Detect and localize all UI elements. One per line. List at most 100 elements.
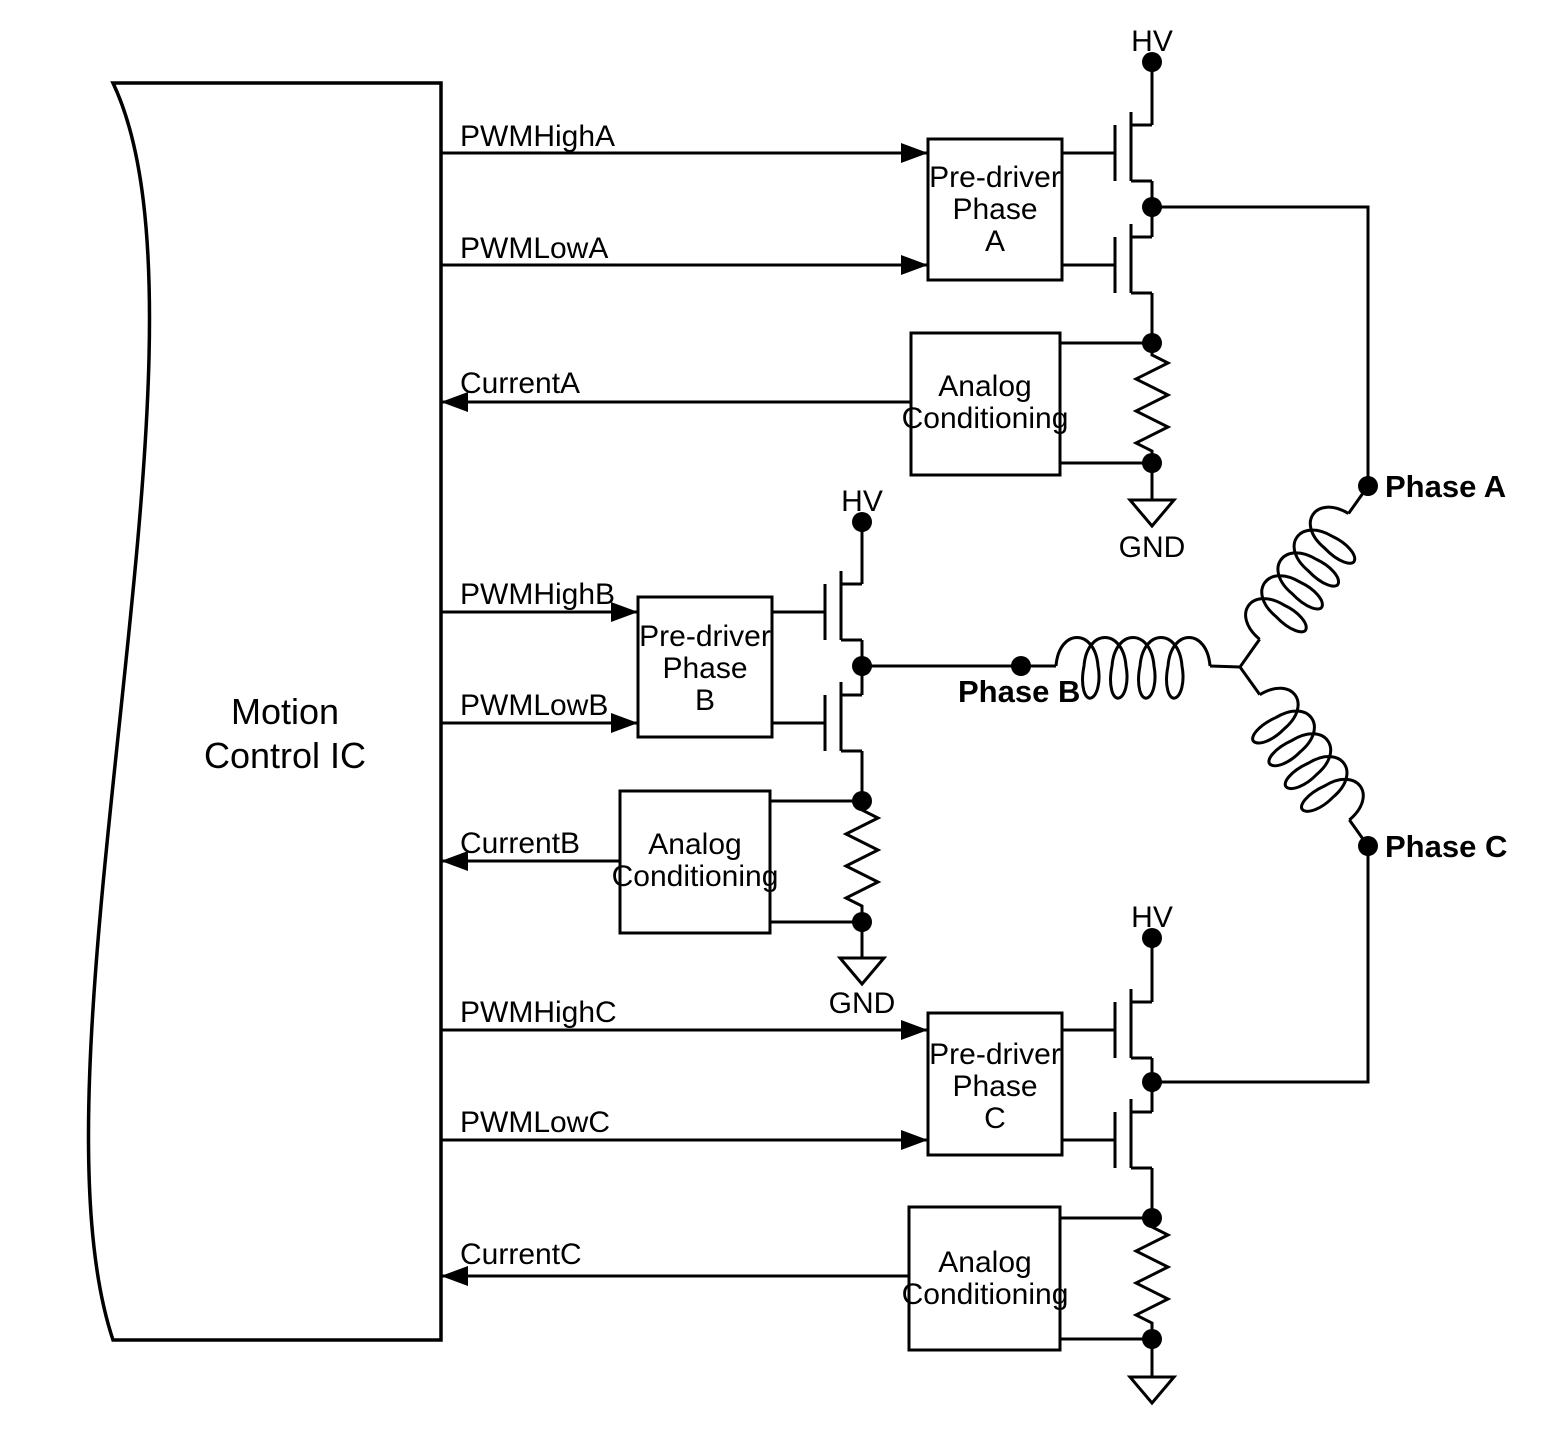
analog-conditioning-c-block: Analog Conditioning [902, 1205, 1069, 1352]
half-bridge-phase-b: HV GND [770, 485, 1021, 1020]
shunt-resistor-c [1132, 1218, 1172, 1339]
phase-c-output-wire [1152, 846, 1370, 1084]
signal-label: CurrentA [460, 367, 580, 400]
gnd-label-a: GND [1119, 531, 1186, 564]
motor-windings: Phase A Phase B Phase C [958, 469, 1507, 864]
gnd-symbol-c [1126, 1339, 1178, 1406]
predriver-c-line3: C [984, 1102, 1006, 1135]
ic-title-line1: Motion [231, 691, 339, 732]
analog-b-box [618, 789, 772, 935]
mosfet-low-b [772, 682, 862, 753]
half-bridge-phase-c: HV [1060, 846, 1370, 1406]
predriver-b-line3: B [695, 684, 715, 717]
ic-title-line2: Control IC [204, 735, 366, 776]
analog-c-box [907, 1205, 1062, 1352]
analog-a-box [909, 331, 1062, 477]
signal-currentc: CurrentC [441, 1238, 909, 1286]
shunt-resistor-b [842, 801, 882, 922]
winding-lead [1238, 638, 1261, 668]
shunt-resistor-a [1132, 343, 1172, 463]
mosfet-symbol [1062, 112, 1152, 183]
predriver-phase-b-block: Pre-driver Phase B [636, 595, 774, 739]
mosfet-high-b [772, 571, 862, 642]
mosfet-high-c [1062, 989, 1152, 1060]
signal-pwmlowa: PWMLowA [441, 232, 928, 275]
signal-currenta: CurrentA [441, 367, 911, 412]
arrowhead-right-icon [611, 713, 638, 733]
predriver-a-line1: Pre-driver [929, 161, 1061, 194]
mosfet-symbol [772, 571, 862, 642]
mosfet-symbol [1062, 224, 1152, 295]
predriver-b-line1: Pre-driver [639, 620, 771, 653]
analog-b-leads [770, 799, 862, 924]
gnd-label-b: GND [829, 987, 896, 1020]
analog-a-leads [1060, 341, 1152, 465]
winding-lead [1209, 664, 1241, 669]
winding-lead [1238, 666, 1261, 696]
signal-pwmhighb: PWMHighB [441, 578, 638, 622]
arrowhead-right-icon [901, 143, 928, 163]
predriver-a-line2: Phase [952, 193, 1037, 226]
predriver-a-line3: A [985, 225, 1005, 258]
arrowhead-right-icon [611, 602, 638, 622]
predriver-c-line2: Phase [952, 1070, 1037, 1103]
arrowhead-right-icon [901, 255, 928, 275]
arrowhead-right-icon [901, 1130, 928, 1150]
phase-b-node [1011, 656, 1031, 676]
signal-pwmhighc: PWMHighC [441, 996, 928, 1040]
signal-label: PWMHighA [460, 120, 615, 153]
phase-a-label: Phase A [1385, 469, 1506, 504]
arrowhead-right-icon [901, 1020, 928, 1040]
signal-label: CurrentC [460, 1238, 582, 1271]
signal-label: CurrentB [460, 827, 580, 860]
signal-label: PWMHighB [460, 578, 615, 611]
mosfet-symbol [1062, 1099, 1152, 1170]
gnd-triangle-icon [836, 956, 888, 987]
ic-outline [86, 81, 443, 1342]
half-bridge-phase-a: HV GND [1060, 25, 1370, 564]
gnd-symbol-a: GND [1119, 463, 1186, 564]
phase-a-output-wire [1152, 205, 1370, 486]
predriver-phase-c-block: Pre-driver Phase C [926, 1011, 1064, 1157]
phase-b-label: Phase B [958, 674, 1080, 709]
signal-label: PWMLowB [460, 689, 608, 722]
signal-label: PWMLowA [460, 232, 608, 265]
signal-pwmlowb: PWMLowB [441, 689, 638, 733]
analog-conditioning-b-block: Analog Conditioning [612, 789, 779, 935]
signal-pwmhigha: PWMHighA [441, 120, 928, 163]
signal-currentb: CurrentB [441, 827, 620, 871]
phase-c-label: Phase C [1385, 829, 1507, 864]
motion-control-ic-block: Motion Control IC [86, 81, 443, 1342]
analog-c-line2: Conditioning [902, 1278, 1069, 1311]
analog-c-leads [1060, 1216, 1152, 1341]
mosfet-high-a [1062, 112, 1152, 183]
mosfet-low-c [1062, 1099, 1152, 1170]
signal-label: PWMLowC [460, 1106, 610, 1139]
analog-conditioning-a-block: Analog Conditioning [902, 331, 1069, 477]
analog-b-line1: Analog [648, 828, 741, 861]
phase-c-node [1358, 836, 1378, 856]
predriver-c-line1: Pre-driver [929, 1038, 1061, 1071]
predriver-b-line2: Phase [662, 652, 747, 685]
predriver-phase-a-block: Pre-driver Phase A [926, 137, 1064, 282]
analog-c-line1: Analog [938, 1246, 1031, 1279]
arrowhead-left-icon [441, 851, 468, 871]
signal-label: PWMHighC [460, 996, 617, 1029]
predriver-b-box [636, 595, 774, 739]
phase-a-node [1358, 476, 1378, 496]
gnd-triangle-icon [1126, 1375, 1178, 1406]
analog-b-line2: Conditioning [612, 860, 779, 893]
predriver-a-box [926, 137, 1064, 282]
mosfet-symbol [1062, 989, 1152, 1060]
predriver-c-box [926, 1011, 1064, 1157]
arrowhead-left-icon [441, 1266, 468, 1286]
signal-pwmlowc: PWMLowC [441, 1106, 928, 1150]
gnd-symbol-b: GND [829, 922, 896, 1020]
arrowhead-left-icon [441, 392, 468, 412]
analog-a-line2: Conditioning [902, 402, 1069, 435]
mosfet-low-a [1062, 224, 1152, 295]
gnd-triangle-icon [1126, 498, 1178, 529]
